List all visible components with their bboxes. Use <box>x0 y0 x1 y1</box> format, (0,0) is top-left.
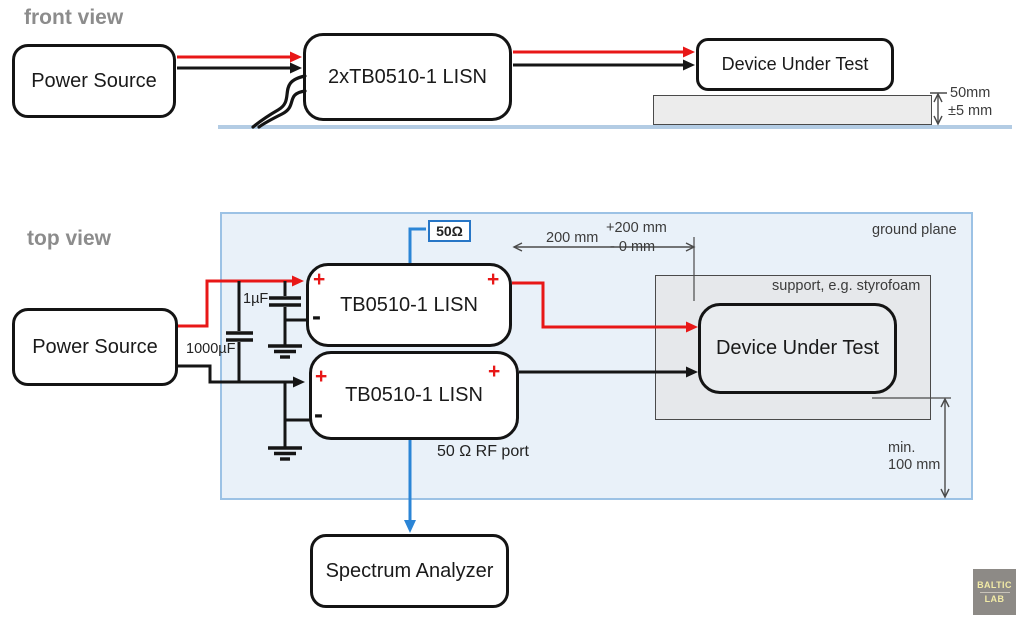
fv-cable-bundle <box>251 74 307 129</box>
fv-height-dimension <box>930 92 947 126</box>
dim-100mm-label-value: 100 mm <box>888 457 941 473</box>
fv-height-dim-value: 50mm <box>950 85 991 101</box>
rf-load-50ohm-label: 50Ω <box>436 223 463 239</box>
tv-lisn2-label: TB0510-1 LISN <box>345 384 483 406</box>
lisn2-plus-in: + <box>315 365 328 388</box>
tv-power-source-label: Power Source <box>32 335 158 358</box>
spectrum-analyzer-box: Spectrum Analyzer <box>310 534 509 608</box>
baltic-lab-logo: BALTIC LAB <box>973 569 1016 615</box>
tv-lisn1-label: TB0510-1 LISN <box>340 293 478 316</box>
fv-dut-box: Device Under Test <box>696 38 894 91</box>
tv-power-source-box: Power Source <box>12 308 178 386</box>
rf-port-label: 50 Ω RF port <box>437 443 529 460</box>
lisn1-plus-in: + <box>313 268 326 291</box>
capacitor-1000uf-label: 1000µF <box>186 341 236 357</box>
dim-200mm-label: 200 mm <box>546 230 599 246</box>
fv-dut-label: Device Under Test <box>721 54 869 74</box>
dim-100mm-label-min: min. <box>888 440 916 456</box>
dim-200mm-tol-plus: +200 mm <box>606 220 667 236</box>
baltic-lab-logo-divider <box>979 591 1010 593</box>
tv-dut-label: Device Under Test <box>715 337 880 359</box>
dim-200mm-tol-minus: - 0 mm <box>610 239 656 255</box>
fv-lisn-label: 2xTB0510-1 LISN <box>328 65 487 88</box>
tv-lisn2-box: TB0510-1 LISN <box>309 351 519 440</box>
capacitor-1uf-label: 1µF <box>243 291 269 307</box>
fv-dut-support-block <box>653 95 932 125</box>
baltic-lab-logo-line2: LAB <box>984 593 1005 604</box>
fv-lisn-box: 2xTB0510-1 LISN <box>303 33 512 121</box>
lisn2-minus: - <box>314 399 323 429</box>
fv-power-source-box: Power Source <box>12 44 176 118</box>
fv-height-dim-tolerance: ±5 mm <box>948 103 993 119</box>
ground-plane-label: ground plane <box>872 222 957 238</box>
tv-support-label: support, e.g. styrofoam <box>772 278 921 294</box>
rf-load-50ohm-box: 50Ω <box>428 220 471 242</box>
tv-lisn1-box: TB0510-1 LISN <box>306 263 512 347</box>
top-view-label: top view <box>27 227 112 250</box>
spectrum-analyzer-label: Spectrum Analyzer <box>325 559 494 582</box>
tv-dut-box: Device Under Test <box>698 303 897 394</box>
baltic-lab-logo-line1: BALTIC <box>977 579 1012 590</box>
lisn2-plus-out: + <box>488 360 501 383</box>
front-view-label: front view <box>24 6 124 29</box>
lisn1-minus: - <box>312 301 321 331</box>
lisn1-plus-out: + <box>487 268 500 291</box>
fv-power-source-label: Power Source <box>31 69 157 92</box>
